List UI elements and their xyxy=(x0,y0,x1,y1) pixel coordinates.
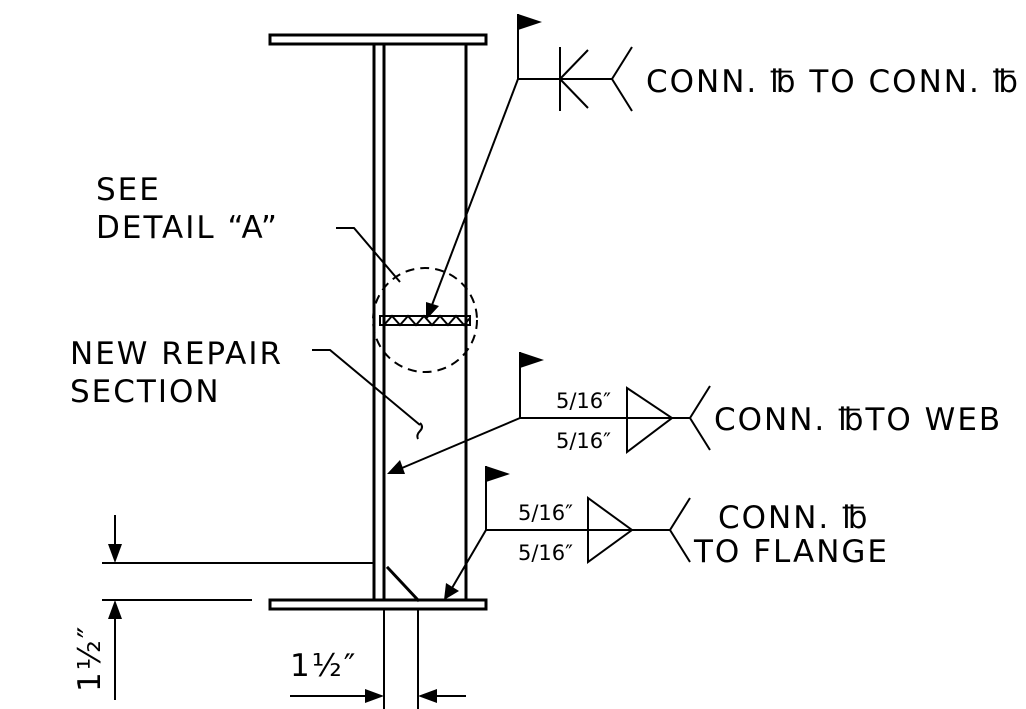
top-weld-symbol xyxy=(517,14,633,112)
bevel-line xyxy=(385,565,421,603)
top-weld-symbol-lower xyxy=(559,78,589,109)
dim-horizontal-label: 1½″ xyxy=(290,648,357,684)
flange-weld-fillet-symbol xyxy=(587,496,634,564)
see-detail-label-line2: DETAIL “A” xyxy=(96,210,279,246)
dim-vert-arrowhead-top xyxy=(108,544,122,563)
dim-horiz-arrowhead-left xyxy=(365,689,384,703)
web-weld-fillet-symbol xyxy=(626,386,674,455)
flange-weld-tail xyxy=(668,497,691,563)
dim-vertical-label: 1½″ xyxy=(72,625,108,692)
new-repair-label-line2: SECTION xyxy=(70,374,221,410)
flange-weld-symbol xyxy=(485,466,691,564)
web-weld-arrowhead xyxy=(387,460,405,474)
web-weld-field-flag xyxy=(520,352,544,368)
top-weld-arrow-line xyxy=(431,78,519,306)
detail-a-circle xyxy=(372,267,478,373)
web-weld-size-arrow-side: 5/16″ xyxy=(556,389,611,413)
web-weld-symbol xyxy=(519,352,711,455)
flange-weld-field-flag xyxy=(486,466,510,482)
see-detail-label-line1: SEE xyxy=(96,172,161,208)
top-weld-field-flag xyxy=(518,14,542,30)
web-weld-tail xyxy=(688,385,711,451)
flange-weld-size-arrow-side: 5/16″ xyxy=(518,501,573,525)
new-repair-leader xyxy=(312,349,421,426)
top-weld-arrowhead xyxy=(426,302,439,320)
leaders xyxy=(312,78,521,600)
flange-weld-note-line1: CONN. ℔ xyxy=(718,500,870,536)
new-repair-label-line1: NEW REPAIR xyxy=(70,336,283,372)
bottom-flange xyxy=(268,598,488,611)
top-weld-symbol-upper xyxy=(559,49,589,80)
web-weld-note: CONN. ℔TO WEB xyxy=(714,402,1002,438)
section-mark xyxy=(416,422,423,440)
web-weld-size-other-side: 5/16″ xyxy=(556,429,611,453)
butt-weld-hatch xyxy=(383,314,471,327)
flange-weld-note-line2: TO FLANGE xyxy=(693,534,889,570)
top-flange xyxy=(268,33,488,46)
dim-vert-arrowhead-bottom xyxy=(108,600,122,619)
top-weld-tail xyxy=(610,46,633,112)
web-weld-arrow-line xyxy=(401,417,521,469)
detail-a-leader xyxy=(336,227,401,283)
beam-section xyxy=(268,33,488,611)
dimensions xyxy=(102,515,466,709)
annotations: SEE DETAIL “A” NEW REPAIR SECTION CONN. … xyxy=(70,64,1020,692)
flange-weld-size-other-side: 5/16″ xyxy=(518,541,573,565)
dim-horiz-arrowhead-right xyxy=(418,689,437,703)
flange-weld-arrow-line xyxy=(451,529,487,589)
top-weld-note: CONN. ℔ TO CONN. ℔ xyxy=(646,64,1020,100)
flange-weld-arrowhead xyxy=(444,583,459,600)
